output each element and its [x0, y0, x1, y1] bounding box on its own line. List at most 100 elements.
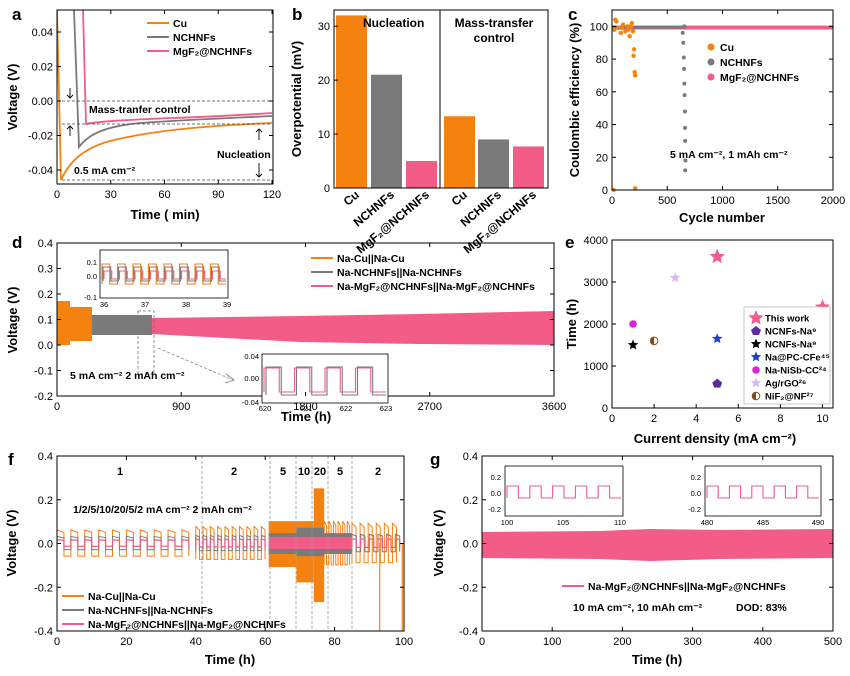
series-cu-point [626, 27, 631, 32]
legend-nchnfs: NCHNFs [720, 57, 763, 69]
y-tick-label: 0.2 [38, 495, 53, 507]
zoom-arrow [157, 347, 234, 381]
x-axis-label: Current density (mA cm⁻²) [634, 431, 796, 446]
series-cu-point [623, 29, 628, 34]
series-nchnfs-point [683, 125, 688, 130]
inset-620-623: 0.04 0.00 -0.04 620 621 622 623 [242, 352, 392, 413]
x-tick-label: 2700 [418, 401, 442, 413]
x-category-label: Cu [341, 188, 362, 209]
x-tick-label: 900 [172, 401, 190, 413]
series-mgf2-band [152, 311, 554, 345]
inset-xtick: 623 [380, 404, 393, 413]
y-tick-label: 0.0 [38, 340, 53, 352]
x-axis-label: Cycle number [679, 210, 765, 225]
series-nchnfs-point [681, 55, 686, 60]
y-tick-label: 80 [596, 54, 608, 66]
arrow-down-icon [255, 163, 263, 178]
y-tick-label: 40 [596, 120, 608, 132]
legend: Na-Cu||Na-Cu Na-NCHNFs||Na-NCHNFs Na-MgF… [311, 253, 535, 293]
x-tick-label: 0 [609, 195, 615, 207]
annotation-current: 0.5 mA cm⁻² [74, 165, 136, 177]
y-tick-label: 60 [596, 87, 608, 99]
y-tick-label: 0 [602, 403, 608, 415]
y-axis-label: Voltage (V) [4, 510, 19, 577]
series-cu-point [633, 73, 638, 78]
x-tick-label: 60 [259, 636, 271, 648]
point-6-half [650, 337, 655, 345]
y-axis-label: Time (h) [564, 299, 579, 349]
segment-label: 20 [314, 466, 326, 478]
inset-ytick: 0.0 [87, 272, 97, 281]
y-tick-label: 0.4 [38, 451, 53, 463]
x-tick-label: 0 [479, 636, 485, 648]
x-tick-label: 2 [651, 413, 657, 425]
x-axis-label: Time ( min) [130, 207, 199, 222]
panel-label-f: f [8, 450, 14, 469]
x-tick-label: 0 [609, 413, 615, 425]
legend-cu: Cu [720, 42, 734, 54]
legend-entry-1: NCNFs-Na⁹ [765, 327, 817, 338]
y-tick-label: -0.2 [34, 582, 53, 594]
series-nchnfs-point [682, 24, 687, 29]
series-cu-line [57, 10, 273, 181]
y-tick-label: -0.4 [34, 626, 53, 638]
legend-marker-1 [751, 326, 761, 335]
panel-label-g: g [430, 450, 440, 469]
inset-trace-mgf2 [103, 270, 226, 280]
inset-ytick: 0.1 [87, 258, 97, 267]
inset-ytick: 0.04 [244, 352, 259, 361]
series-cu-point [616, 25, 621, 31]
y-tick-label: 3000 [584, 277, 608, 289]
annotation-mass-transfer: Mass-tranfer control [89, 104, 191, 116]
legend-mgf2: Na-MgF₂@NCHNFs||Na-MgF₂@NCHNFs [588, 581, 786, 593]
inset-cu-36-39: 0.1 0.0 -0.1 36 37 38 39 [84, 249, 231, 309]
y-tick-label: 4000 [584, 235, 608, 247]
inset-trace-mgf2 [506, 485, 621, 499]
y-tick-label: 0.00 [32, 96, 53, 108]
series-cu-point [612, 27, 617, 32]
series-nchnfs-trace [57, 535, 190, 551]
y-tick-label: 0.3 [38, 264, 53, 276]
legend-mgf2: Na-MgF₂@NCHNFs||Na-MgF₂@NCHNFs [88, 619, 286, 631]
series-mgf2-trace [268, 536, 352, 550]
x-tick-label: 4 [693, 413, 699, 425]
series-cu-point [613, 17, 618, 23]
annotation-nucleation: Nucleation [217, 149, 271, 161]
inset-trace-cu [101, 263, 226, 285]
x-tick-label: 400 [754, 636, 772, 648]
series-cu-point [631, 47, 637, 52]
segment-label: 2 [231, 466, 237, 478]
inset-trace-mgf2 [263, 367, 386, 393]
y-tick-label: 10 [318, 129, 330, 141]
series-mgf2-points [612, 25, 833, 30]
point-5 [669, 272, 681, 283]
y-tick-label: -0.1 [34, 366, 53, 378]
x-tick-label: 2000 [821, 195, 845, 207]
x-axis-label: Time (h) [632, 652, 682, 667]
x-tick-label: 60 [158, 189, 170, 201]
legend-marker-6-half [752, 392, 756, 400]
inset-ytick: -0.04 [242, 398, 259, 407]
series-nchnfs-point [683, 168, 688, 173]
inset-480-490: 0.2 0.0 -0.2 480 485 490 [688, 465, 824, 527]
inset-xtick: 36 [100, 300, 108, 309]
y-tick-label: 0.2 [463, 495, 478, 507]
series-mgf2-trace [195, 538, 266, 548]
legend-marker-0 [748, 310, 764, 325]
series-cu-point [632, 69, 637, 75]
x-tick-label: 90 [212, 189, 224, 201]
x-tick-label: 8 [777, 413, 783, 425]
inset-xtick: 39 [223, 300, 231, 309]
legend-marker-5 [750, 377, 762, 388]
inset-trace-nchnfs [265, 366, 386, 396]
x-tick-label: 0 [54, 636, 60, 648]
inset-xtick: 620 [259, 404, 272, 413]
y-axis-label: Voltage (V) [431, 510, 446, 577]
plot-frame [611, 9, 834, 191]
point-3 [712, 333, 723, 344]
section-mass-label-line2: control [474, 31, 515, 45]
arrow-right-icon [224, 373, 235, 384]
point-4 [629, 320, 637, 328]
series-nchnfs-points [612, 25, 684, 29]
